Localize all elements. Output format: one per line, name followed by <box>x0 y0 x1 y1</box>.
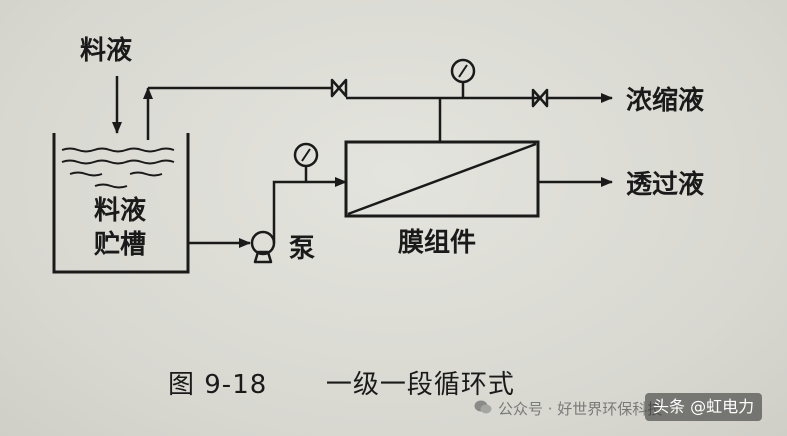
tank-label-line2: 贮槽 <box>93 230 146 260</box>
figure-caption: 图 9-18 一级一段循环式 <box>168 364 515 401</box>
watermark-badge: 头条 @虹电力 <box>645 393 763 421</box>
feed-liquid-label: 料液 <box>80 36 133 66</box>
permeate-label: 透过液 <box>626 170 705 200</box>
pump-to-module-line <box>272 177 347 243</box>
storage-tank <box>52 133 190 274</box>
concentrate-label: 浓缩液 <box>626 86 705 116</box>
pressure-gauge-icon <box>450 58 476 98</box>
tank-label: 料液 贮槽 <box>80 194 160 262</box>
pump-icon <box>250 230 276 264</box>
liquid-waves <box>61 147 175 189</box>
valve-icon <box>330 78 348 98</box>
tank-label-line1: 料液 <box>93 196 146 226</box>
pump-label: 泵 <box>289 234 316 264</box>
membrane-module-label: 膜组件 <box>398 228 477 258</box>
membrane-module <box>344 140 540 218</box>
watermark-source: 公众号 · 好世界环保科技 <box>498 400 663 418</box>
pressure-gauge-icon <box>293 142 319 182</box>
wechat-icon <box>474 400 492 414</box>
figure-number: 图 9-18 <box>168 370 268 400</box>
figure-title: 一级一段循环式 <box>325 370 515 400</box>
